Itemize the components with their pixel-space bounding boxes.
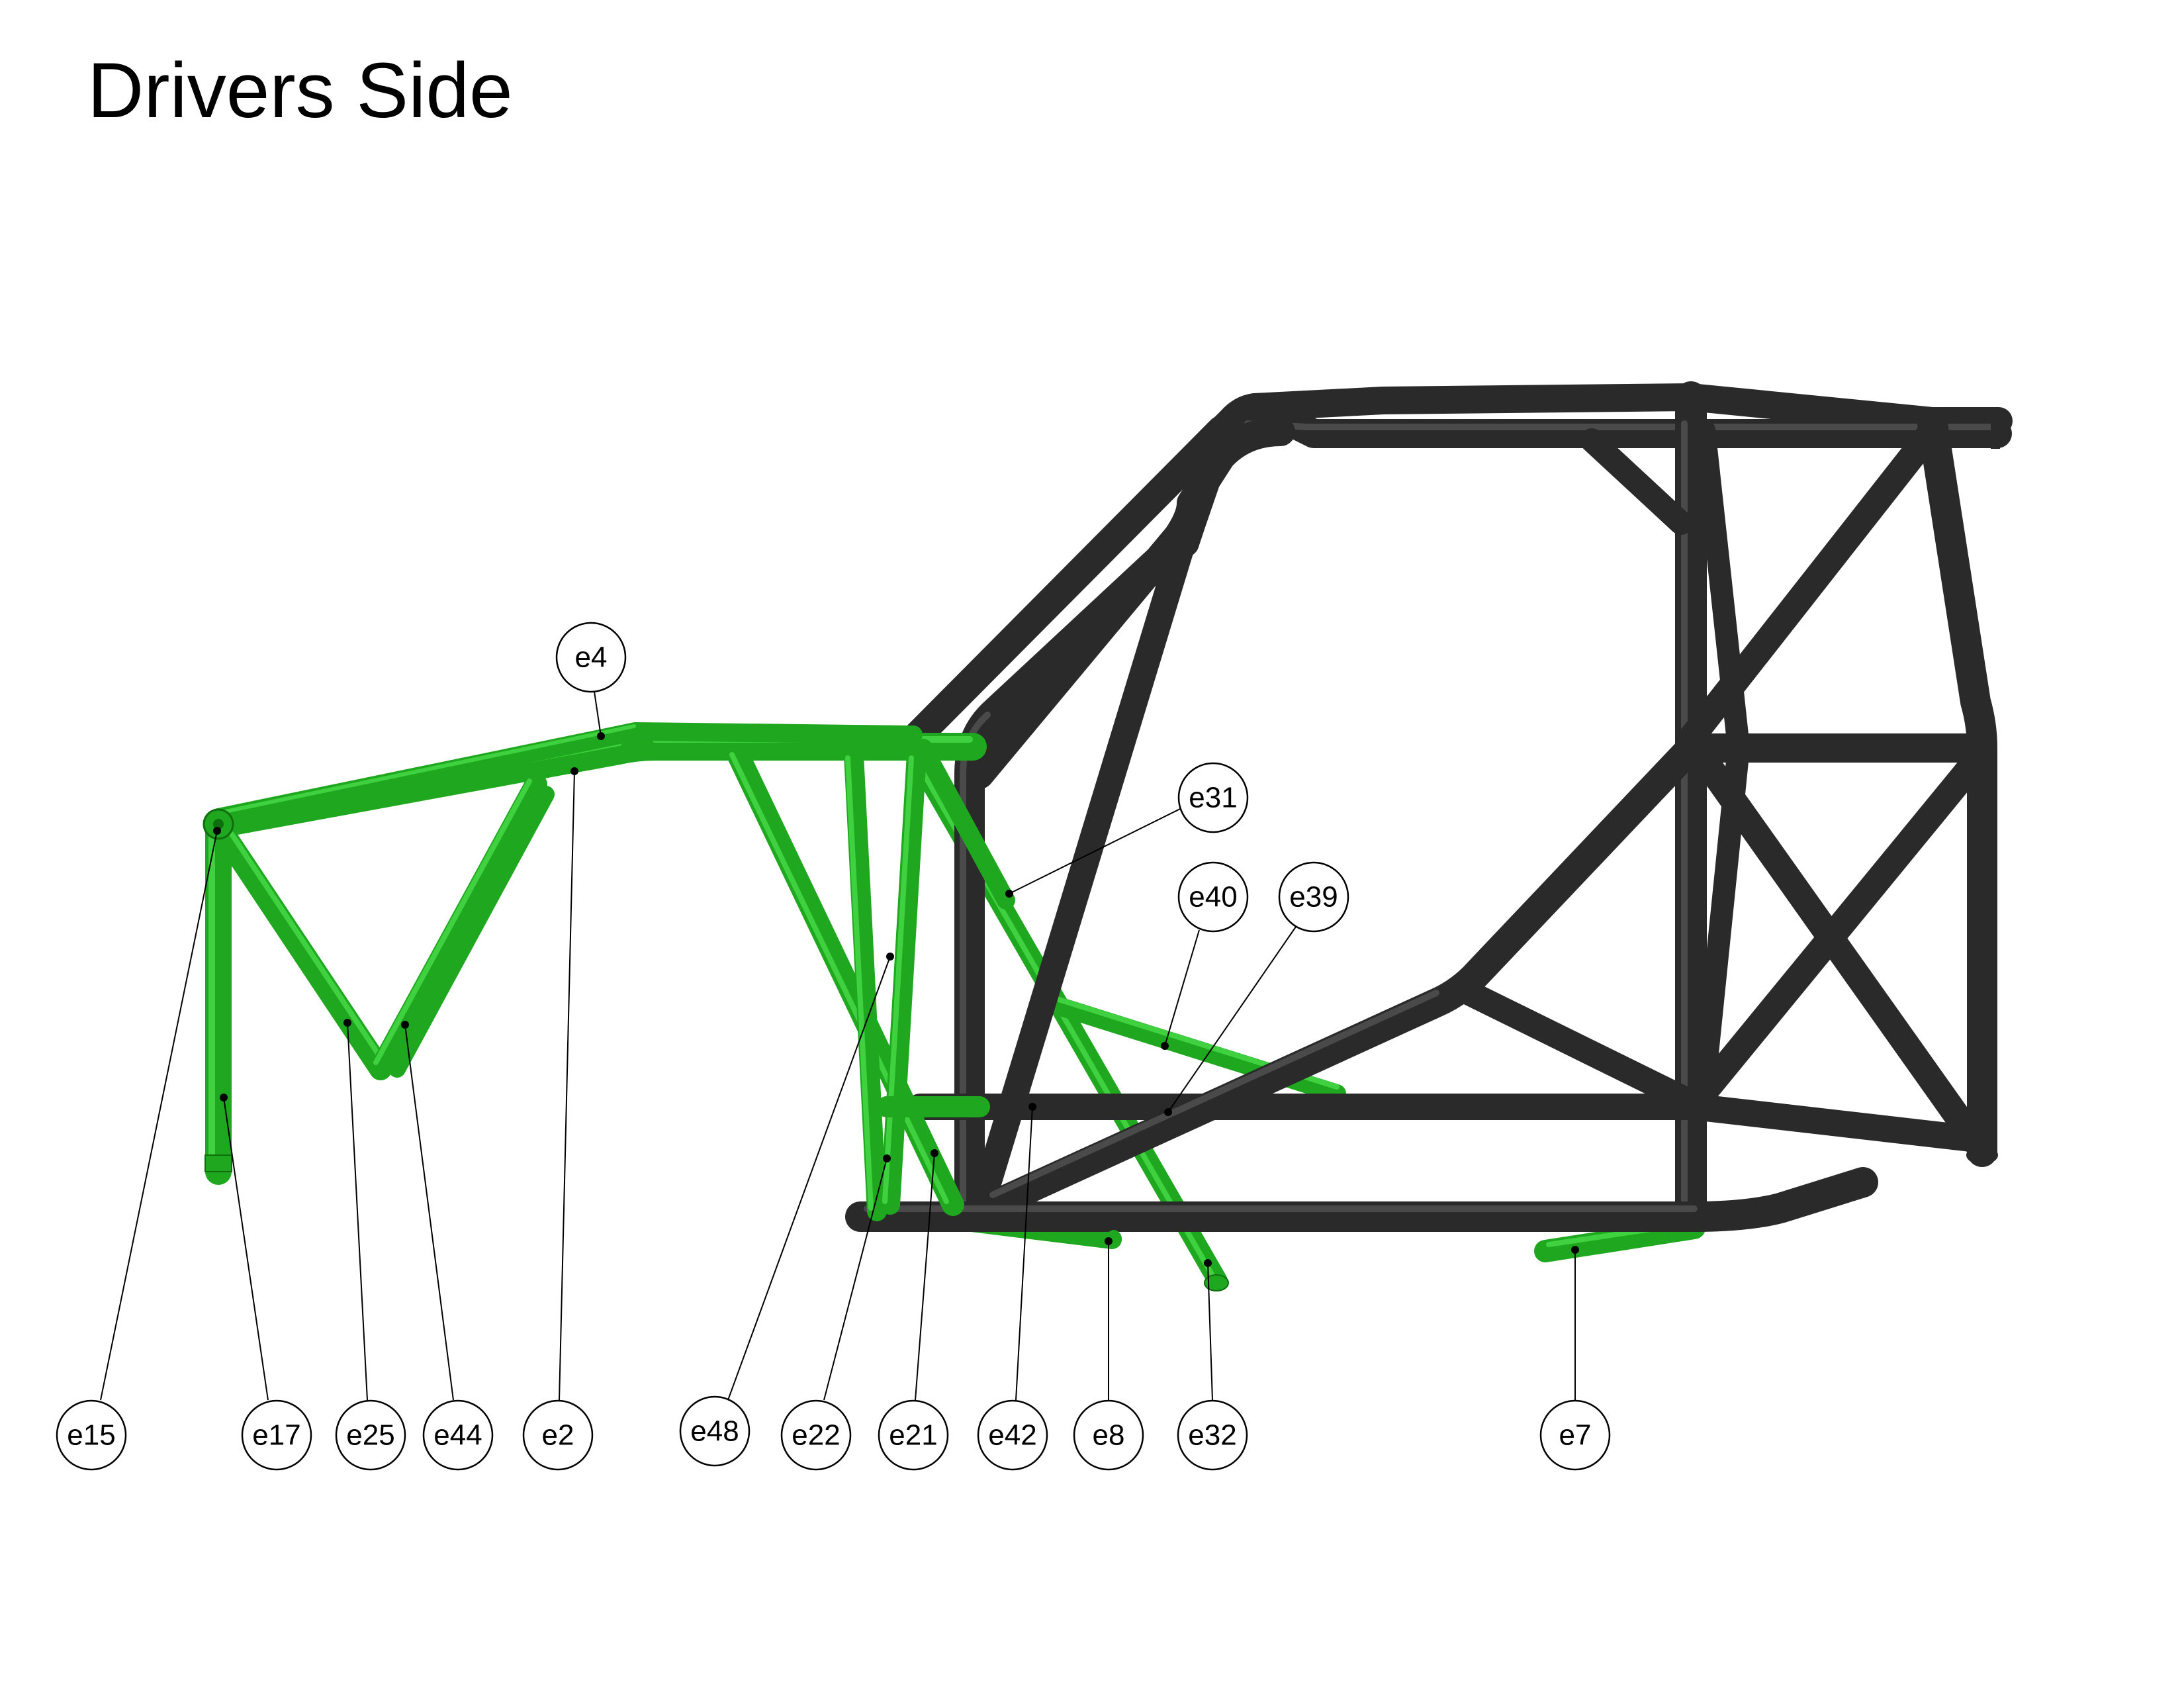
svg-text:e15: e15 — [67, 1419, 115, 1452]
main-frame — [845, 381, 2013, 1291]
svg-text:e21: e21 — [889, 1419, 937, 1452]
svg-text:e48: e48 — [690, 1415, 739, 1448]
svg-text:e2: e2 — [542, 1419, 574, 1452]
callout-e42: e42 — [977, 1103, 1048, 1471]
callout-e22: e22 — [780, 1154, 891, 1471]
svg-text:e31: e31 — [1189, 782, 1237, 814]
front-section — [203, 722, 1229, 1291]
svg-text:e32: e32 — [1188, 1419, 1236, 1452]
callout-e2: e2 — [522, 767, 594, 1471]
svg-text:e22: e22 — [792, 1419, 840, 1452]
svg-text:e7: e7 — [1559, 1419, 1592, 1452]
svg-text:e25: e25 — [346, 1419, 394, 1452]
callout-e7: e7 — [1539, 1246, 1611, 1471]
callout-e39: e39 — [1164, 861, 1349, 1116]
callout-e21: e21 — [878, 1149, 949, 1471]
svg-text:e40: e40 — [1189, 881, 1237, 914]
svg-text:e17: e17 — [252, 1419, 300, 1452]
svg-text:e4: e4 — [575, 641, 608, 674]
callouts: e15 e17 e25 e44 e2 — [56, 622, 1611, 1471]
callout-e4: e4 — [555, 622, 627, 740]
callout-e15: e15 — [56, 827, 221, 1471]
callout-e40: e40 — [1161, 861, 1249, 1050]
callout-e25: e25 — [335, 1019, 406, 1471]
callout-e48: e48 — [679, 953, 894, 1467]
svg-text:e8: e8 — [1093, 1419, 1125, 1452]
callout-e31: e31 — [1005, 762, 1249, 898]
callout-e17: e17 — [220, 1094, 312, 1471]
page-title: Drivers Side — [87, 47, 513, 134]
callout-e8: e8 — [1073, 1237, 1144, 1471]
svg-text:e44: e44 — [433, 1419, 482, 1452]
svg-text:e42: e42 — [988, 1419, 1036, 1452]
callout-e44: e44 — [401, 1021, 494, 1471]
svg-text:e39: e39 — [1289, 881, 1338, 914]
callout-e32: e32 — [1177, 1259, 1248, 1471]
